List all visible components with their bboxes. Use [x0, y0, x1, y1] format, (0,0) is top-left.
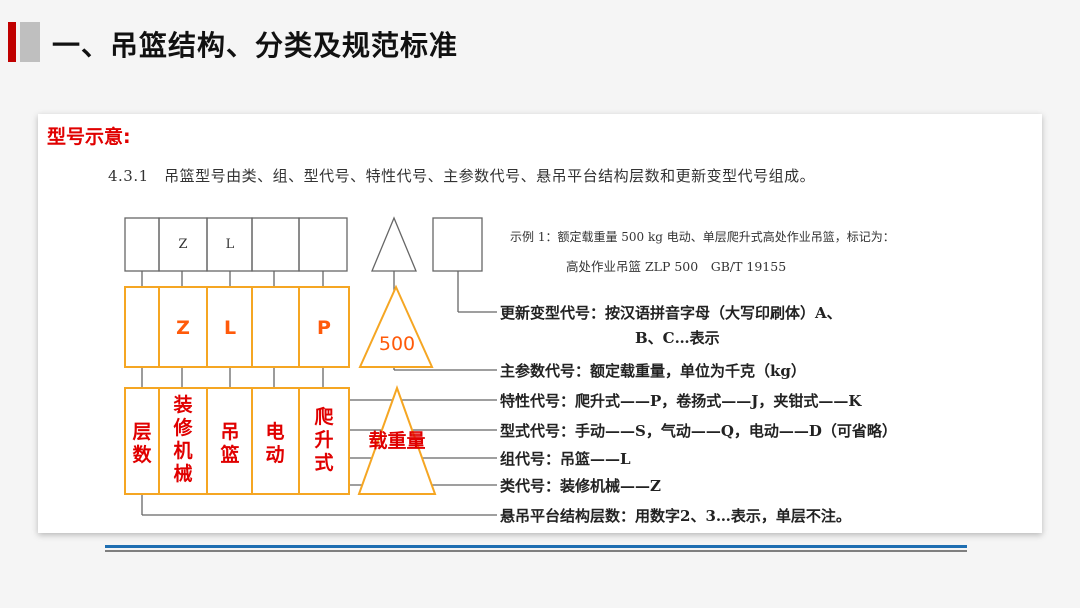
overlay-letter-2: Z: [176, 317, 190, 339]
vlabel-1-char-1: 层: [132, 421, 151, 443]
desc-feature-code: 特性代号：爬升式——P，卷扬式——J，夹钳式——K: [500, 392, 862, 410]
slide-title: 一、吊篮结构、分类及规范标准: [52, 29, 459, 62]
vlabel-2-char-3: 机: [173, 440, 192, 462]
desc-type-code: 型式代号：手动——S，气动——Q，电动——D（可省略）: [500, 422, 897, 440]
vlabel-2-char-2: 修: [172, 416, 193, 439]
triangle-value: 500: [379, 333, 415, 355]
load-label: 载重量: [368, 429, 425, 452]
overlay-letter-5: P: [317, 317, 331, 339]
vlabel-5-char-1: 爬: [313, 405, 334, 428]
title-accent-gray: [20, 22, 40, 62]
vlabel-3-char-2: 篮: [219, 443, 239, 466]
vlabel-1-char-2: 数: [132, 443, 152, 466]
desc-variant-code-cont: B、C…表示: [635, 329, 720, 347]
top-box-3: L: [226, 237, 235, 252]
vlabel-5-char-3: 式: [314, 451, 333, 474]
overlay-letter-3: L: [224, 317, 236, 339]
footer-divider-blue: [105, 545, 967, 548]
desc-layer-count: 悬吊平台结构层数：用数字2、3…表示，单层不注。: [500, 507, 851, 525]
vlabel-2-char-4: 械: [173, 462, 192, 485]
vlabel-2-char-1: 装: [172, 393, 192, 416]
desc-class-code: 类代号：装修机械——Z: [500, 477, 661, 495]
title-accent-red: [8, 22, 16, 62]
top-box-2: Z: [178, 237, 187, 252]
section-heading: 型号示意:: [47, 126, 131, 148]
clause-text: 4.3.1 吊篮型号由类、组、型代号、特性代号、主参数代号、悬吊平台结构层数和更…: [108, 167, 816, 185]
vlabel-4-char-1: 电: [265, 420, 284, 443]
desc-main-param: 主参数代号：额定载重量，单位为千克（kg）: [500, 362, 806, 380]
desc-group-code: 组代号：吊篮——L: [500, 450, 631, 468]
desc-variant-code: 更新变型代号：按汉语拼音字母（大写印刷体）A、: [500, 304, 842, 322]
vlabel-5-char-2: 升: [314, 429, 333, 451]
vlabel-3-char-1: 吊: [220, 421, 239, 443]
footer-divider-gray: [105, 550, 967, 552]
vlabel-4-char-2: 动: [265, 444, 284, 466]
example-line-1: 示例 1：额定载重量 500 kg 电动、单层爬升式高处作业吊篮，标记为：: [510, 230, 895, 244]
example-line-2: 高处作业吊篮 ZLP 500 GB/T 19155: [566, 259, 787, 274]
